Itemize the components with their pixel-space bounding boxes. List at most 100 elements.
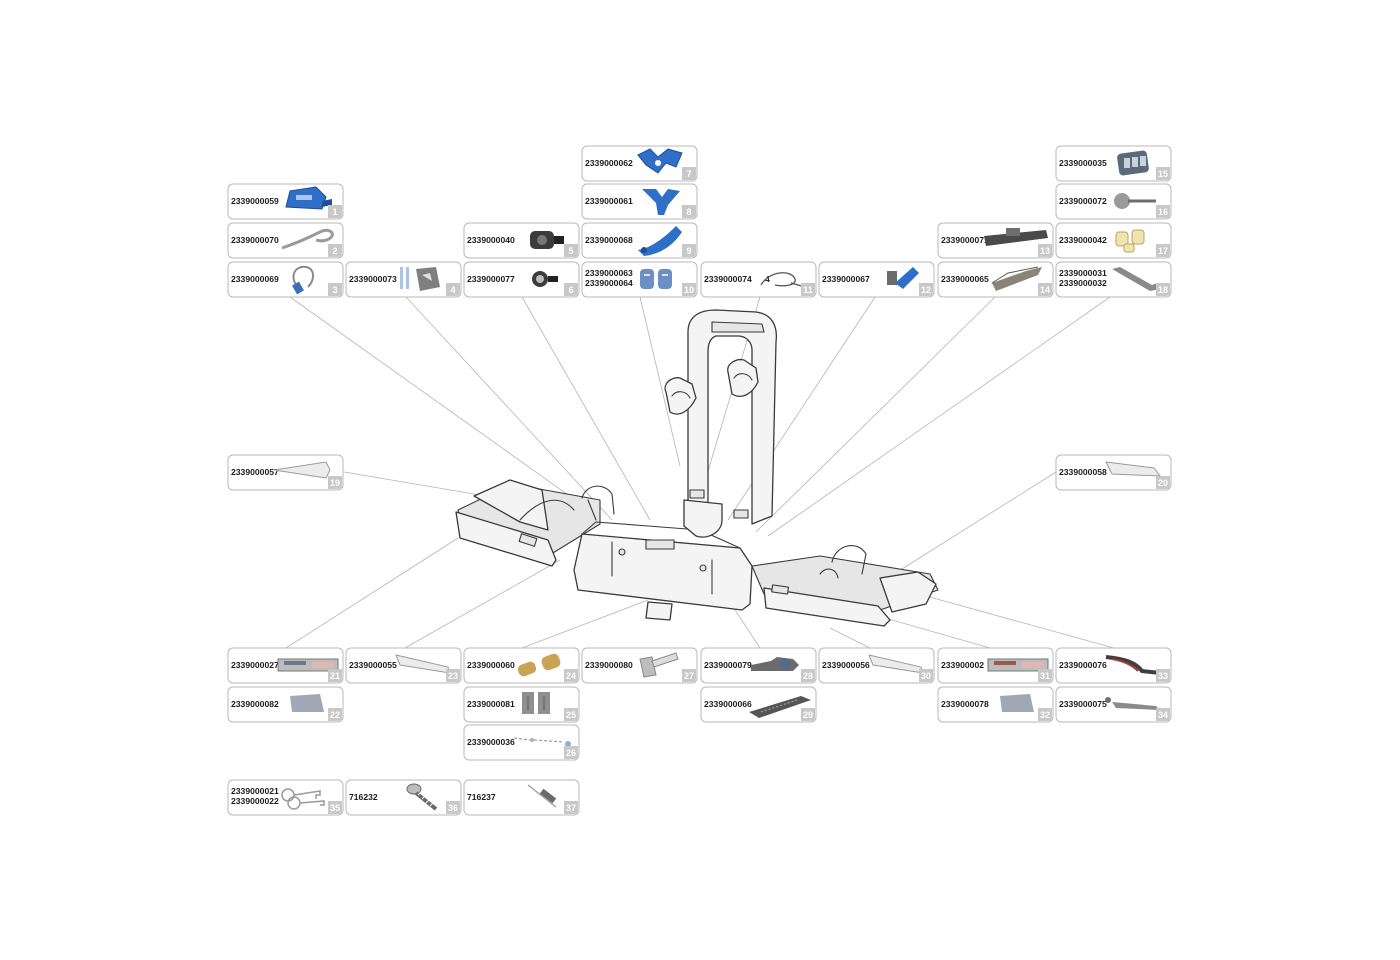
blue-grip-pads-icon	[640, 269, 672, 289]
item-number-tag: 3	[328, 283, 342, 296]
strap-loop-icon	[281, 228, 334, 250]
part-number: 2339000078	[941, 699, 989, 709]
part-number: 2339000067	[822, 274, 870, 284]
connector-plug-icon	[530, 231, 564, 249]
item-number-tag: 13	[1038, 244, 1052, 257]
item-number: 14	[1040, 285, 1050, 295]
part-number: 2339000057	[231, 467, 279, 477]
part-number: 2339000060	[467, 660, 515, 670]
item-number: 12	[921, 285, 931, 295]
knob-bolt-icon	[1114, 193, 1156, 209]
part-number: 233900002	[941, 660, 984, 670]
part-number: 2339000056	[822, 660, 870, 670]
leader-line	[893, 471, 1057, 575]
part-number: 2339000031	[1059, 268, 1107, 278]
item-number-tag: 10	[682, 283, 696, 296]
leader-line	[755, 296, 996, 533]
bike-carrier-assembly	[455, 309, 939, 627]
leader-line	[405, 296, 613, 521]
item-number: 22	[330, 710, 340, 720]
part-number: 2339000032	[1059, 278, 1107, 288]
part-number: 2339000072	[1059, 196, 1107, 206]
part-callout: 2339000056 30	[818, 647, 935, 684]
part-number: 2339000080	[585, 660, 633, 670]
part-number: 2339000077	[467, 274, 515, 284]
part-number: 2339000071	[941, 235, 989, 245]
part-number: 2339000058	[1059, 467, 1107, 477]
leader-line	[925, 595, 1115, 649]
item-number: 31	[1040, 671, 1050, 681]
blue-holder-arm-icon	[642, 189, 680, 215]
part-number: 2339000082	[231, 699, 279, 709]
blue-frame-holder-icon	[637, 148, 683, 174]
item-number: 25	[566, 710, 576, 720]
item-number-tag: 15	[1156, 167, 1170, 180]
part-callout: 2339000079 28	[700, 647, 817, 684]
part-number: 2339000036	[467, 737, 515, 747]
part-number: 2339000061	[585, 196, 633, 206]
item-number: 28	[803, 671, 813, 681]
item-number: 15	[1158, 169, 1168, 179]
part-number: 716237	[467, 792, 496, 802]
tapered-cap-left-icon	[273, 461, 331, 479]
part-number: 2339000074	[704, 274, 752, 284]
item-number-tag: 37	[564, 801, 578, 814]
blue-lever-icon	[638, 226, 682, 256]
leader-line	[289, 296, 593, 513]
item-number: 18	[1158, 285, 1168, 295]
part-callout: 2339000067 12	[818, 261, 935, 298]
quantity-label: 4	[765, 274, 770, 284]
item-number: 9	[686, 246, 691, 256]
part-number: 2339000070	[231, 235, 279, 245]
part-number: 2339000079	[704, 660, 752, 670]
leader-lines	[285, 296, 1115, 649]
part-number: 2339000055	[349, 660, 397, 670]
item-number-tag: 17	[1156, 244, 1170, 257]
foot-plate-icon	[749, 696, 811, 718]
item-number-tag: 36	[446, 801, 460, 814]
item-number-tag: 11	[801, 283, 815, 296]
item-number-tag: 14	[1038, 283, 1052, 296]
hex-key-icon	[1112, 267, 1160, 291]
item-number-tag: 6	[564, 283, 578, 296]
item-number-tag: 5	[564, 244, 578, 257]
item-number: 7	[686, 169, 691, 179]
item-number: 17	[1158, 246, 1168, 256]
plate-and-strips-icon	[400, 267, 440, 291]
part-number: 2339000065	[941, 274, 989, 284]
part-callout: 2339000065 14	[937, 261, 1054, 298]
item-number: 35	[330, 803, 340, 813]
part-number: 2339000042	[1059, 235, 1107, 245]
cable-lock-icon	[292, 265, 314, 295]
keypad-cover-icon	[1117, 150, 1149, 176]
item-number: 24	[566, 671, 576, 681]
item-number-tag: 7	[682, 167, 696, 180]
leader-line	[343, 471, 487, 497]
leader-line	[285, 537, 459, 649]
item-number: 26	[566, 748, 576, 758]
item-number: 1	[332, 207, 337, 217]
item-number-tag: 22	[328, 708, 342, 721]
part-callout: 2339000077 6	[463, 261, 580, 298]
item-number-tag: 4	[446, 283, 460, 296]
part-callout: 2339000072 16	[1055, 183, 1172, 220]
item-number: 6	[568, 285, 573, 295]
release-lever-icon	[1105, 697, 1160, 710]
item-number-tag: 30	[919, 669, 933, 682]
item-number-tag: 24	[564, 669, 578, 682]
item-number-tag: 35	[328, 801, 342, 814]
part-callout: 2339000071 13	[937, 222, 1054, 259]
item-number-tag: 16	[1156, 205, 1170, 218]
